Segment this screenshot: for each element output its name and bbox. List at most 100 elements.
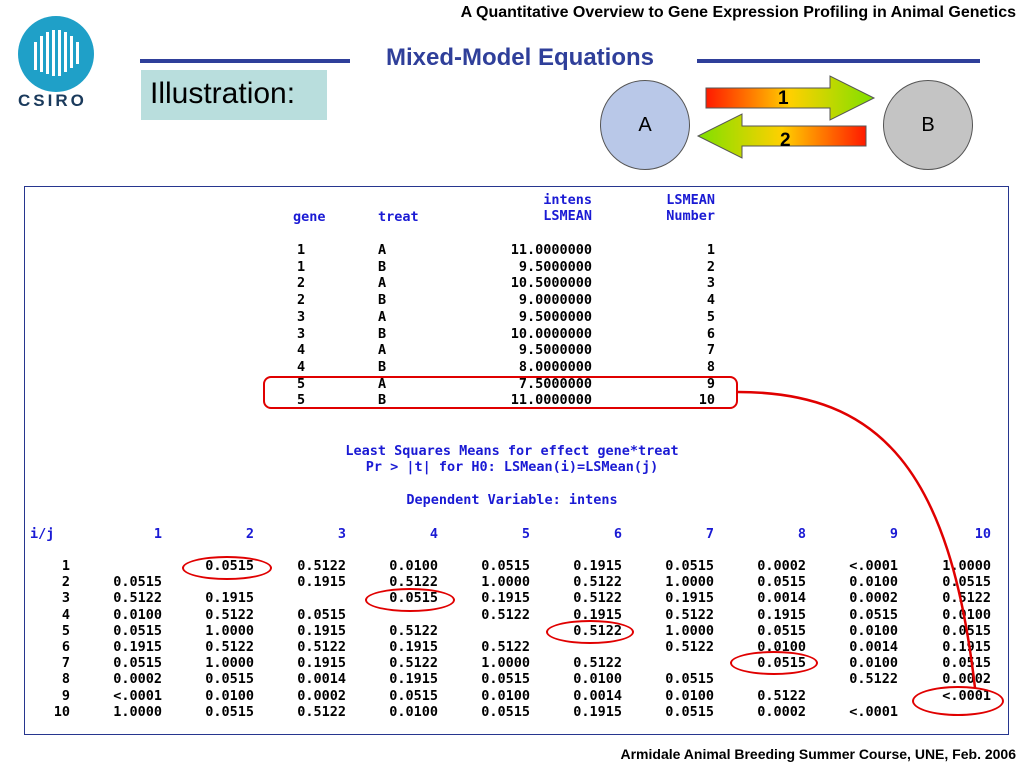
matrix-col-header: 6	[613, 526, 622, 542]
csiro-logo	[18, 16, 94, 92]
matrix-col-header: 5	[521, 526, 530, 542]
matrix-cell: 0.1915	[389, 671, 438, 688]
matrix-cell: 0.5122	[113, 590, 162, 607]
lsmean-cell-value: 8.0000000	[518, 358, 592, 375]
matrix-cell: 0.1915	[665, 590, 714, 607]
matrix-cell: 1.0000	[113, 703, 162, 720]
matrix-cell: 0.5122	[205, 606, 254, 623]
matrix-col-header: 3	[337, 526, 346, 542]
title-rule-left	[140, 59, 350, 63]
matrix-cell: 0.1915	[205, 590, 254, 607]
matrix-col-header: 10	[974, 526, 991, 542]
matrix-cell: 0.5122	[297, 558, 346, 574]
lsmean-header-gene: gene	[293, 209, 326, 225]
matrix-cell: 0.5122	[573, 655, 622, 672]
lsmean-cell-value: 9.5000000	[518, 342, 592, 359]
node-b: B	[883, 80, 973, 170]
lsmean-cell-value: 9.0000000	[518, 292, 592, 309]
matrix-row-header: 2	[61, 574, 70, 591]
matrix-cell: 0.0014	[849, 639, 898, 655]
arrow-right-shape	[705, 75, 876, 121]
matrix-cell: 0.5122	[665, 606, 714, 623]
matrix-cell: 0.0100	[665, 687, 714, 704]
logo-text: CSIRO	[18, 91, 87, 110]
matrix-cell: 0.0002	[113, 671, 162, 688]
matrix-cell: 0.5122	[205, 639, 254, 655]
matrix-cell: 0.0515	[757, 574, 806, 591]
lsmean-cell-treat: B	[378, 325, 387, 342]
lsmean-cell-treat: B	[378, 358, 387, 375]
matrix-cell: 0.0002	[757, 703, 806, 720]
lsmean-cell-treat: B	[378, 258, 387, 275]
lsmean-cell-gene: 5	[297, 375, 306, 392]
arrow-1-label: 1	[778, 88, 789, 109]
lsmean-cell-number: 1	[706, 242, 715, 258]
caption-line-1: Least Squares Means for effect gene*trea…	[345, 443, 679, 459]
matrix-row-header: 5	[61, 622, 70, 639]
matrix-col-header: 1	[153, 526, 162, 542]
matrix-cell: 0.0100	[573, 671, 622, 688]
matrix-row-header: 7	[61, 655, 70, 672]
lsmean-header-intens: intens LSMEAN	[543, 192, 592, 224]
lsmean-cell-gene: 2	[297, 275, 306, 292]
lsmean-cell-value: 11.0000000	[510, 242, 592, 258]
lsmean-cell-gene: 1	[297, 242, 306, 258]
lsmean-cell-treat: A	[378, 242, 387, 258]
matrix-cell: 0.0014	[297, 671, 346, 688]
matrix-cell: 0.0100	[205, 687, 254, 704]
matrix-col-header: 4	[429, 526, 438, 542]
matrix-cell: 0.0515	[205, 671, 254, 688]
circle-5-6	[546, 620, 634, 644]
matrix-cell: 0.5122	[481, 606, 530, 623]
matrix-cell: 0.5122	[389, 574, 438, 591]
matrix-cell: 0.0100	[481, 687, 530, 704]
lsmean-cell-gene: 4	[297, 342, 306, 359]
matrix-cell: 0.1915	[942, 639, 991, 655]
matrix-cell: 0.0100	[942, 606, 991, 623]
matrix-cell: 0.5122	[942, 590, 991, 607]
lsmean-cell-treat: A	[378, 275, 387, 292]
matrix-cell: 0.0515	[665, 703, 714, 720]
matrix-cell: 0.0515	[297, 606, 346, 623]
matrix-cell: 0.0515	[942, 655, 991, 672]
lsmean-cell-gene: 3	[297, 325, 306, 342]
matrix-cell: 1.0000	[665, 574, 714, 591]
matrix-cell: 1.0000	[481, 655, 530, 672]
title-rule-right	[697, 59, 980, 63]
matrix-cell: 1.0000	[205, 655, 254, 672]
matrix-cell: 0.1915	[757, 606, 806, 623]
lsmean-cell-value: 10.0000000	[510, 325, 592, 342]
lsmean-cell-gene: 2	[297, 292, 306, 309]
lsmean-cell-number: 3	[706, 275, 715, 292]
lsmean-cell-number: 2	[706, 258, 715, 275]
illustration-label: Illustration:	[141, 70, 327, 120]
node-a: A	[600, 80, 690, 170]
matrix-cell: 0.1915	[573, 558, 622, 574]
matrix-cell: 0.0014	[757, 590, 806, 607]
slide-title: Mixed-Model Equations	[385, 44, 654, 71]
circle-7-8	[730, 651, 818, 675]
matrix-cell: 0.1915	[113, 639, 162, 655]
matrix-row-header: 4	[61, 606, 70, 623]
lsmean-cell-gene: 4	[297, 358, 306, 375]
circle-9-10	[912, 686, 1004, 716]
lsmean-cell-gene: 3	[297, 308, 306, 325]
lsmean-cell-treat: A	[378, 308, 387, 325]
matrix-cell: 0.0515	[205, 703, 254, 720]
lsmean-cell-number: 4	[706, 292, 715, 309]
lsmean-cell-value: 9.5000000	[518, 308, 592, 325]
matrix-corner-label: i/j	[30, 526, 55, 542]
matrix-cell: 0.5122	[573, 590, 622, 607]
matrix-cell: 0.1915	[573, 703, 622, 720]
lsmean-header-treat: treat	[378, 209, 419, 225]
matrix-cell: 0.0515	[389, 687, 438, 704]
matrix-cell: 0.0515	[481, 558, 530, 574]
matrix-cell: 0.0515	[481, 703, 530, 720]
matrix-cell: 0.5122	[389, 622, 438, 639]
matrix-cell: 0.0515	[849, 606, 898, 623]
circle-3-4	[365, 588, 455, 612]
matrix-cell: 0.0100	[389, 703, 438, 720]
matrix-row-header: 10	[53, 703, 70, 720]
arrow-2-label: 2	[780, 130, 791, 151]
lsmean-cell-number: 9	[706, 375, 715, 392]
